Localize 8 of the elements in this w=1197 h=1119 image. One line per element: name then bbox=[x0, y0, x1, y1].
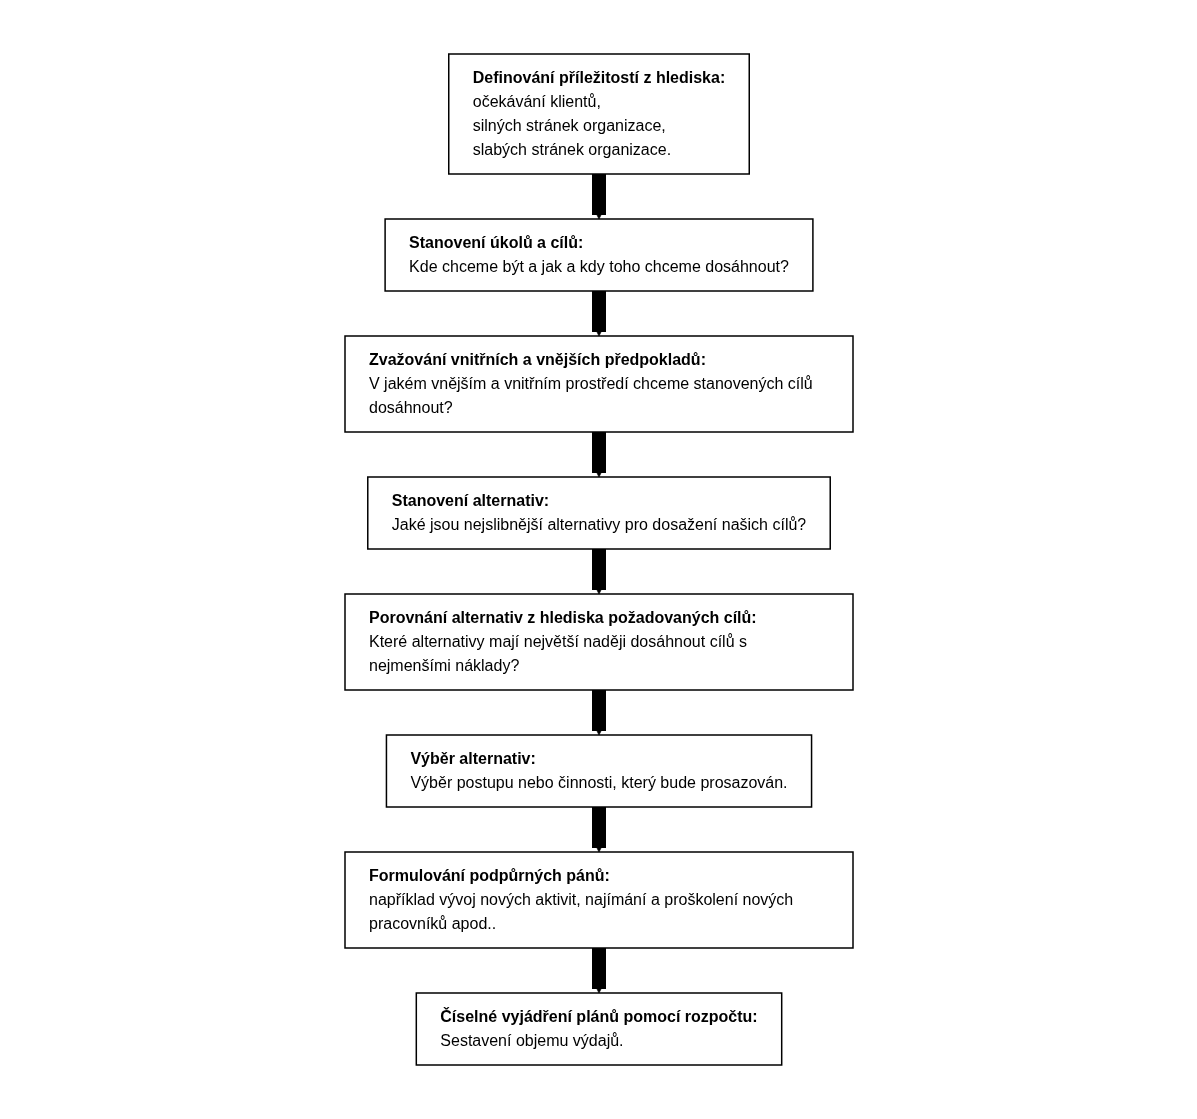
node-box: Výběr alternativ: Výběr postupu nebo činnosti, který bude prosazován. bbox=[385, 734, 812, 808]
node-box: Definování příležitostí z hlediska: očekávání klientů, silných stránek organizace, slabých stránek organizace. bbox=[447, 53, 750, 175]
node-box: Číselné vyjádření plánů pomocí rozpočtu: Sestavení objemu výdajů. bbox=[415, 992, 782, 1066]
node-box: Porovnání alternativ z hlediska požadovaných cílů: Které alternativy mají největší naději dosáhnout cílů s nejmenšími náklady? bbox=[343, 593, 854, 691]
node-box: Zvažování vnitřních a vnějších předpokladů: V jakém vnějším a vnitřním prostředí chceme stanovených cílů dosáhnout? bbox=[343, 335, 854, 433]
node-box: Stanovení alternativ: Jaké jsou nejslibnější alternativy pro dosažení našich cílů? bbox=[366, 476, 831, 550]
node-box: Formulování podpůrných pánů: například vývoj nových aktivit, najímání a proškolení nových pracovníků apod.. bbox=[343, 851, 854, 949]
node-box: Stanovení úkolů a cílů: Kde chceme být a jak a kdy toho chceme dosáhnout? bbox=[383, 218, 814, 292]
